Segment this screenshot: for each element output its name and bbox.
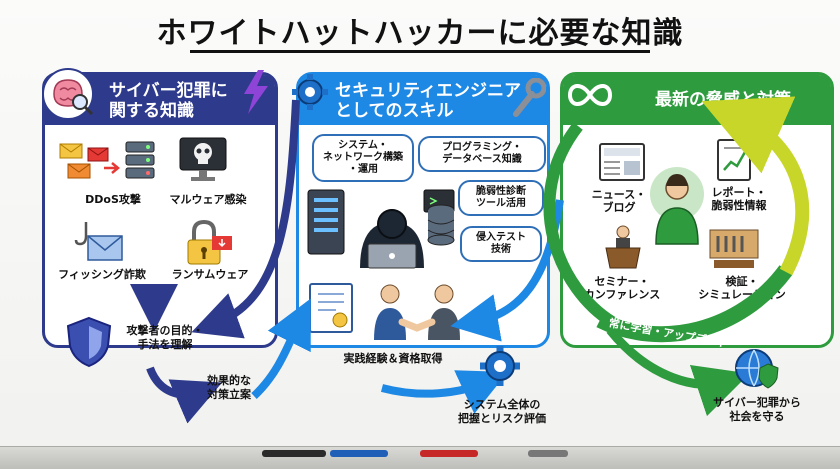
hacker-icon — [307, 189, 455, 269]
understand-label: 攻撃者の目的・ 手法を理解 — [126, 324, 204, 351]
programming-bubble: プログラミング・ データベース知識 — [418, 136, 546, 172]
marker-tray — [0, 446, 840, 469]
title-underline — [190, 50, 650, 53]
shield-icon — [66, 316, 112, 368]
system-gear-icon — [480, 346, 520, 386]
server-icon — [125, 141, 155, 179]
fishhook-icon — [74, 222, 123, 261]
news-label: ニュース・ ブログ — [591, 188, 647, 214]
vuln-tool-bubble: 脆弱性診断 ツール活用 — [458, 180, 544, 216]
practice-label: 実践経験＆資格取得 — [343, 352, 443, 365]
malware-label: マルウェア感染 — [169, 193, 247, 206]
verify-label: 検証・ シミュレーション — [698, 275, 786, 301]
envelope-icon — [59, 143, 120, 179]
overview-label: システム全体の 把握とリスク評価 — [458, 398, 546, 425]
black-marker — [262, 450, 326, 457]
system-network-bubble: システム・ ネットワーク構築 ・運用 — [312, 134, 414, 182]
infinity-icon — [568, 84, 612, 106]
blue-marker — [330, 450, 388, 457]
red-marker — [420, 450, 478, 457]
report-label: レポート・ 脆弱性情報 — [711, 186, 767, 212]
cyber-crime-heading: サイバー犯罪に 関する知識 — [109, 81, 228, 121]
person-icon — [650, 167, 704, 245]
globe-shield-icon — [735, 349, 779, 389]
podium-icon — [605, 225, 641, 269]
phishing-label: フィッシング詐欺 — [58, 268, 146, 281]
handshake-icon — [374, 284, 460, 340]
page-title: ホワイトハットハッカーに必要な知識 — [156, 16, 684, 51]
certificate-icon — [309, 283, 353, 333]
database-icon — [427, 204, 455, 246]
seminar-label: セミナー・ カンファレンス — [583, 275, 661, 301]
padlock-icon — [187, 220, 232, 265]
lightning-icon — [244, 70, 268, 114]
wrench-icon — [513, 78, 546, 117]
brain-icon — [42, 68, 94, 120]
skills-heading: セキュリティエンジニア としてのスキル — [335, 81, 521, 121]
skills-header: セキュリティエンジニア としてのスキル — [299, 75, 547, 125]
latest-threats-heading: 最新の脅威と対策 — [655, 90, 791, 110]
newspaper-icon — [599, 143, 645, 181]
pentest-bubble: 侵入テスト 技術 — [460, 226, 542, 262]
monitor-skull-icon — [179, 137, 227, 181]
protect-label: サイバー犯罪から 社会を守る — [713, 396, 801, 423]
gear-icon — [292, 74, 328, 110]
chart-document-icon — [717, 139, 751, 181]
ransomware-label: ランサムウェア — [171, 268, 249, 281]
gray-marker — [528, 450, 568, 457]
toolbox-icon — [709, 229, 759, 268]
ddos-label: DDoS攻撃 — [85, 193, 141, 206]
measures-label: 効果的な 対策立案 — [207, 374, 251, 401]
